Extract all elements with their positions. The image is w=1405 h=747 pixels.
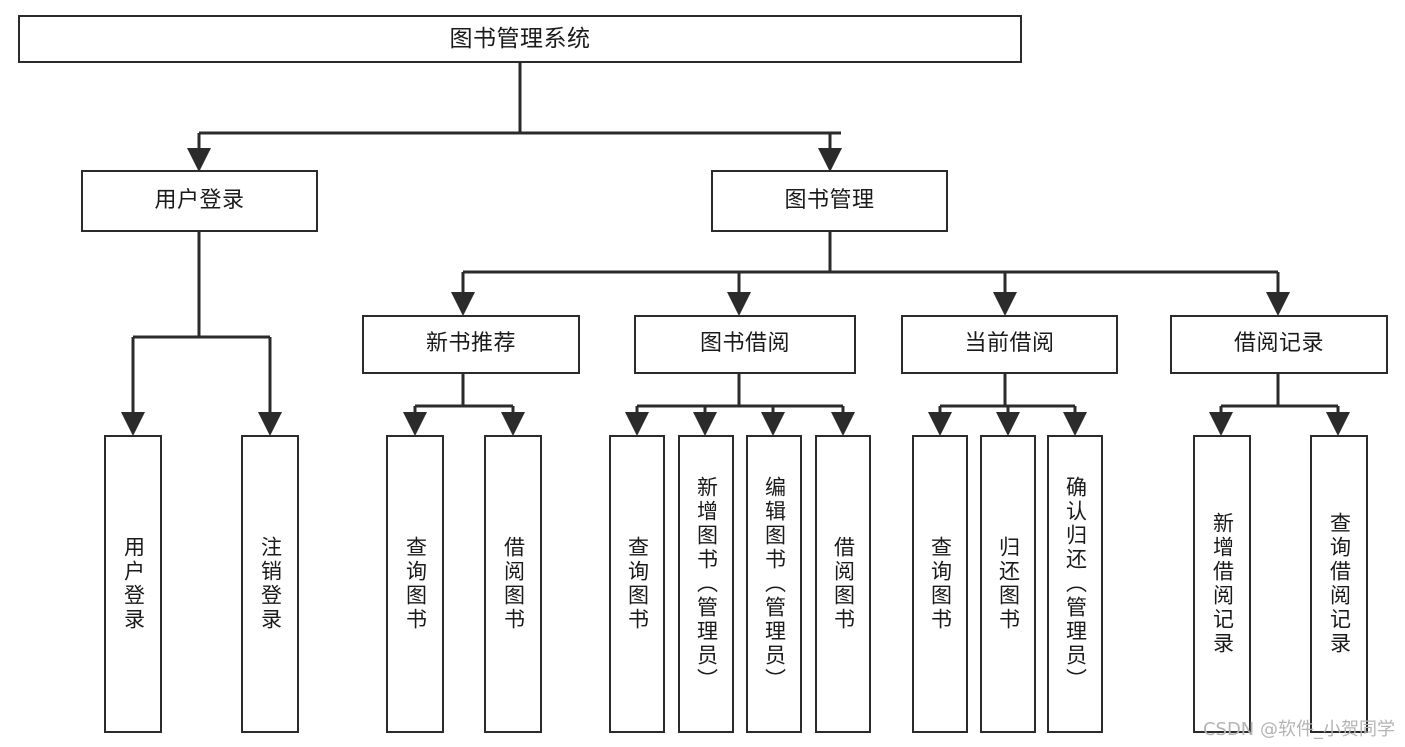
node-leaf-query-book-3[interactable]: 查询图书 bbox=[912, 435, 968, 733]
node-label: 新增借阅记录 bbox=[1210, 512, 1235, 656]
node-label: 查询图书 bbox=[403, 536, 428, 632]
node-label: 图书管理 bbox=[784, 187, 875, 213]
node-book-management-system[interactable]: 图书管理系统 bbox=[18, 15, 1022, 63]
node-leaf-confirm-return[interactable]: 确认归还（管理员） bbox=[1047, 435, 1103, 733]
node-label: 查询图书 bbox=[625, 536, 650, 632]
node-label: 新增图书（管理员） bbox=[694, 476, 719, 692]
node-label: 注销登录 bbox=[258, 536, 283, 632]
node-user-login[interactable]: 用户登录 bbox=[81, 170, 318, 232]
node-leaf-logout-login[interactable]: 注销登录 bbox=[241, 435, 299, 733]
node-leaf-return-book[interactable]: 归还图书 bbox=[980, 435, 1036, 733]
node-leaf-edit-book[interactable]: 编辑图书（管理员） bbox=[746, 435, 802, 733]
node-label: 图书借阅 bbox=[699, 331, 790, 357]
node-leaf-query-record[interactable]: 查询借阅记录 bbox=[1310, 435, 1368, 733]
node-label: 确认归还（管理员） bbox=[1063, 476, 1088, 692]
node-leaf-borrow-book-1[interactable]: 借阅图书 bbox=[484, 435, 542, 733]
node-label: 借阅图书 bbox=[501, 536, 526, 632]
node-label: 查询借阅记录 bbox=[1327, 512, 1352, 656]
node-label: 借阅图书 bbox=[831, 536, 856, 632]
node-label: 用户登录 bbox=[154, 187, 245, 213]
node-book-management[interactable]: 图书管理 bbox=[711, 170, 948, 232]
node-label: 新书推荐 bbox=[425, 331, 516, 357]
watermark-text: CSDN @软件_小贺同学 bbox=[1202, 719, 1395, 740]
node-book-borrow[interactable]: 图书借阅 bbox=[634, 315, 856, 374]
node-label: 借阅记录 bbox=[1233, 331, 1324, 357]
node-leaf-user-login[interactable]: 用户登录 bbox=[104, 435, 162, 733]
node-leaf-borrow-book-2[interactable]: 借阅图书 bbox=[815, 435, 871, 733]
node-borrow-record[interactable]: 借阅记录 bbox=[1170, 315, 1388, 374]
node-leaf-add-book[interactable]: 新增图书（管理员） bbox=[678, 435, 734, 733]
node-label: 当前借阅 bbox=[964, 331, 1055, 357]
node-leaf-query-book-1[interactable]: 查询图书 bbox=[386, 435, 444, 733]
node-label: 归还图书 bbox=[996, 536, 1021, 632]
node-label: 编辑图书（管理员） bbox=[762, 476, 787, 692]
node-leaf-query-book-2[interactable]: 查询图书 bbox=[609, 435, 665, 733]
node-current-borrow[interactable]: 当前借阅 bbox=[901, 315, 1118, 374]
node-label: 图书管理系统 bbox=[449, 25, 591, 52]
node-label: 查询图书 bbox=[928, 536, 953, 632]
node-label: 用户登录 bbox=[121, 536, 146, 632]
node-new-book-recommend[interactable]: 新书推荐 bbox=[362, 315, 580, 374]
node-leaf-add-record[interactable]: 新增借阅记录 bbox=[1193, 435, 1251, 733]
